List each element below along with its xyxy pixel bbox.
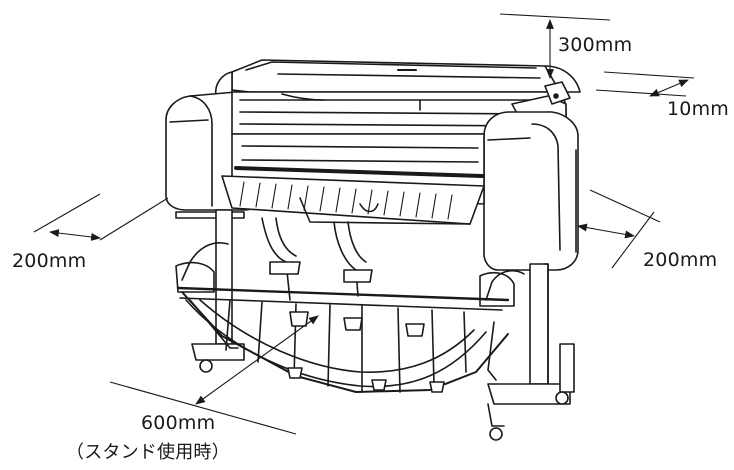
front-clearance-note: （スタンド使用時） <box>66 442 230 463</box>
front-clearance-label: 600mm <box>141 412 216 434</box>
right-clearance-label: 200mm <box>643 249 718 271</box>
printer-illustration <box>165 59 581 441</box>
top-clearance-label: 300mm <box>558 34 633 56</box>
rear-right-clearance-label: 10mm <box>667 98 729 120</box>
dimension-lines <box>33 13 695 435</box>
left-clearance-label: 200mm <box>12 250 87 272</box>
